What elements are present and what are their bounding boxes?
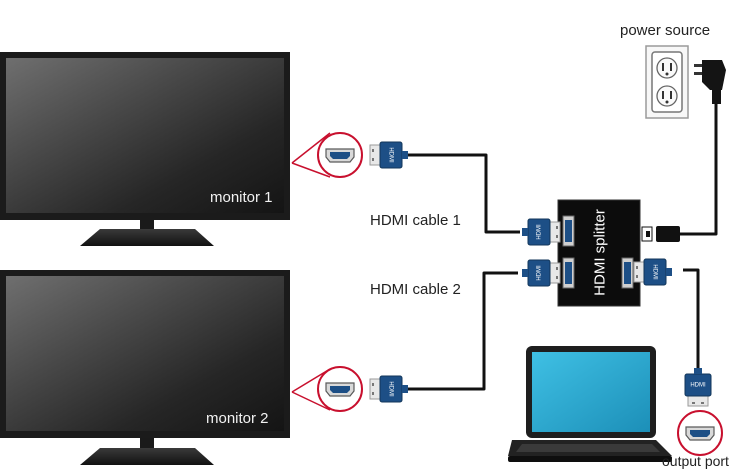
- splitter-plug-2: [521, 259, 561, 287]
- hdmi-port-icon: [325, 382, 355, 397]
- hdmi-plug-icon: [369, 141, 409, 169]
- output-port-callout: [677, 410, 723, 456]
- monitor-2: [0, 270, 290, 465]
- monitor-1-label: monitor 1: [210, 189, 273, 206]
- laptop: [508, 346, 672, 462]
- splitter-plug-input: [633, 258, 673, 286]
- hdmi-port-icon: [325, 148, 355, 163]
- monitor-1: [0, 52, 290, 246]
- output-port-label: output port: [662, 453, 729, 469]
- hdmi-cable-1-label: HDMI cable 1: [370, 212, 461, 229]
- hdmi-cable-2-line: [404, 271, 518, 391]
- splitter-plug-1: [521, 218, 561, 246]
- hdmi-plug-icon: [521, 218, 561, 246]
- power-source-label: power source: [620, 22, 711, 39]
- monitor-2-label: monitor 2: [206, 410, 269, 427]
- hdmi-port-icon: [685, 426, 715, 441]
- hdmi-plug-icon: [369, 375, 409, 403]
- hdmi-plug-icon: [521, 259, 561, 287]
- power-outlet: [645, 45, 726, 119]
- hdmi-cable-2-label: HDMI cable 2: [370, 281, 461, 298]
- hdmi-splitter: [557, 199, 680, 307]
- hdmi-plug-icon: [633, 258, 673, 286]
- power-adapter-icon: [694, 60, 726, 104]
- power-cable-line: [680, 104, 718, 236]
- laptop-cable-line: [683, 268, 700, 370]
- hdmi-cable-1-line: [404, 153, 520, 234]
- laptop-plug: [684, 367, 712, 407]
- hdmi-plug-icon: [684, 367, 712, 407]
- monitor-2-port-callout: [291, 366, 363, 412]
- monitor-1-port-callout: [291, 132, 363, 178]
- cables: [404, 104, 718, 391]
- hdmi-splitter-label: HDMI splitter: [591, 209, 609, 296]
